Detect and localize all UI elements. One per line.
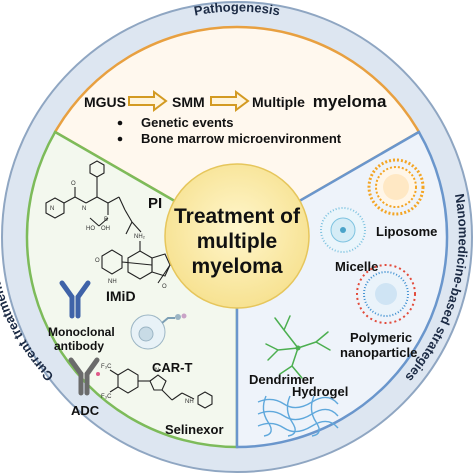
label-polymeric: Polymeric: [350, 330, 412, 345]
hydrogel-icon: [257, 395, 339, 437]
disease-progression-flow: MGUS SMM Multiple myeloma: [84, 90, 387, 112]
progression-arrow-icon: [128, 90, 168, 112]
micelle-icon: [320, 207, 366, 253]
svg-text:NH: NH: [185, 399, 194, 405]
label-pi: PI: [148, 195, 162, 212]
ring-title-top: Pathogenesis: [193, 0, 281, 19]
sector-pathogenesis: [53, 25, 421, 239]
liposome-icon: [367, 158, 425, 216]
hub-line-1: Treatment of: [174, 205, 301, 228]
svg-text:N: N: [155, 368, 159, 374]
label-antibody: antibody: [54, 339, 104, 353]
svg-text:F₃C: F₃C: [101, 364, 112, 370]
hub-line-2: multiple: [197, 230, 278, 253]
hub-line-3: myeloma: [191, 255, 282, 278]
svg-text:N: N: [82, 206, 86, 212]
imid-structure-icon: [101, 241, 171, 284]
central-hub: [164, 163, 310, 309]
pi-atom-labels: N O N B HO OH: [50, 181, 110, 232]
pathogenesis-bullets: Genetic events Bone marrow microenvironm…: [117, 115, 342, 146]
adc-icon: [68, 357, 100, 396]
label-imid: IMiD: [106, 288, 136, 304]
progression-arrow-icon: [210, 90, 250, 112]
label-dendrimer: Dendrimer: [249, 372, 314, 387]
bullet-genetic-events: Genetic events: [141, 115, 234, 130]
svg-text:NH: NH: [108, 279, 117, 285]
bullet-dot: [117, 136, 123, 142]
selinexor-structure-icon: [109, 368, 213, 409]
adc-payload-dot: [96, 372, 100, 376]
svg-text:NH₂: NH₂: [134, 234, 146, 240]
svg-text:B: B: [104, 217, 108, 223]
label-hydrogel: Hydrogel: [292, 384, 348, 399]
car-t-cell-icon: [130, 313, 187, 350]
svg-text:OH: OH: [101, 226, 110, 232]
stage-mgus: MGUS: [84, 94, 126, 110]
label-selinexor: Selinexor: [165, 422, 224, 437]
polymeric-nanoparticle-icon: [356, 264, 416, 324]
bullet-bone-marrow: Bone marrow microenvironment: [141, 131, 342, 146]
label-nanoparticle: nanoparticle: [340, 345, 417, 360]
label-adc: ADC: [71, 403, 100, 418]
svg-text:F₃C: F₃C: [101, 394, 112, 400]
proteasome-inhibitor-structure-icon: [45, 160, 142, 235]
imid-atom-labels: NH₂ O NH O: [95, 234, 167, 290]
label-liposome: Liposome: [376, 224, 437, 239]
bullet-dot: [117, 120, 123, 126]
label-micelle: Micelle: [335, 259, 378, 274]
svg-text:N: N: [50, 206, 54, 212]
label-car-t: CAR-T: [152, 360, 192, 375]
svg-text:O: O: [71, 181, 76, 187]
selinexor-atom-labels: F₃C F₃C N NH: [101, 364, 194, 405]
svg-text:O: O: [95, 258, 100, 264]
stage-multiple-myeloma: Multiple myeloma: [252, 92, 387, 111]
svg-text:O: O: [162, 284, 167, 290]
stage-smm: SMM: [172, 94, 205, 110]
svg-text:HO: HO: [86, 226, 95, 232]
label-monoclonal: Monoclonal: [48, 325, 115, 339]
antibody-icon: [59, 280, 91, 319]
dendrimer-icon: [265, 315, 331, 379]
